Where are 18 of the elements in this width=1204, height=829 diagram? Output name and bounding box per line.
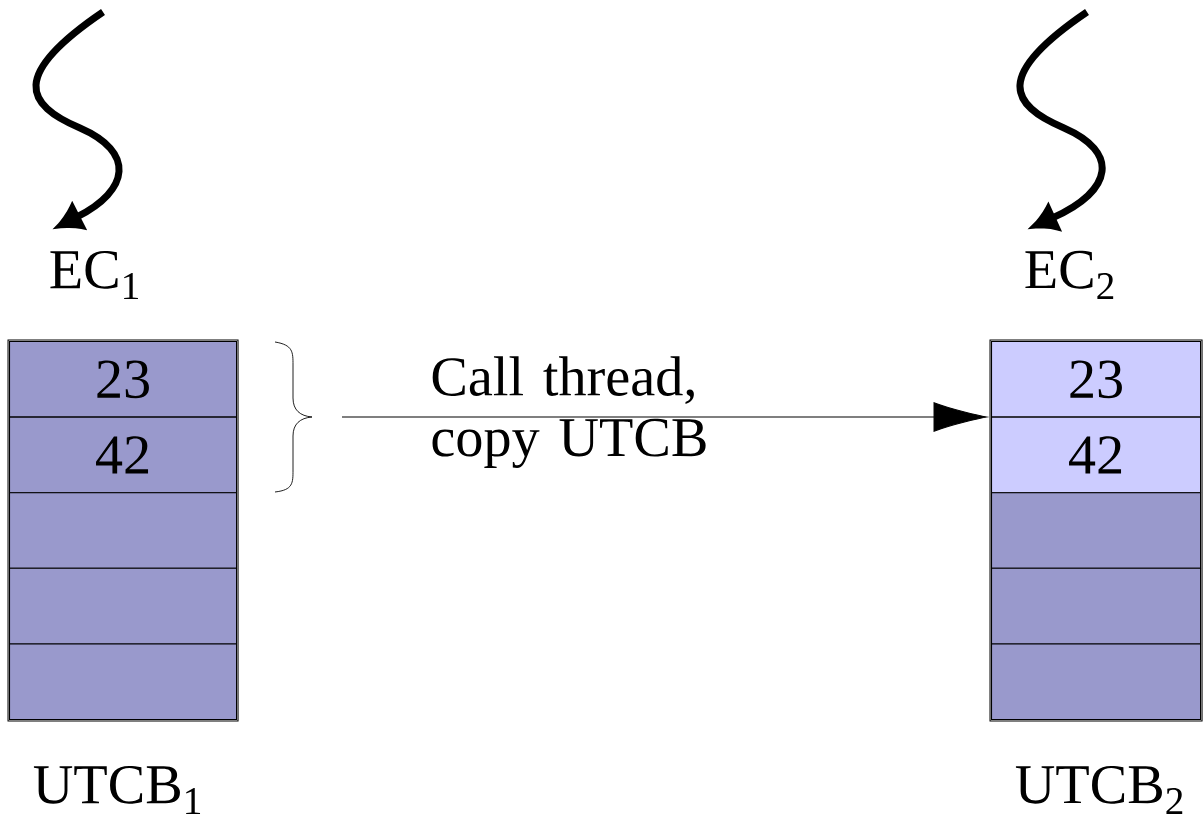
context-label: EC$_{1}$ <box>50 250 138 300</box>
table-cell <box>9 492 238 569</box>
table-cell <box>9 567 238 645</box>
edge-label: Call thread, copy UTCB <box>432 356 706 469</box>
arrow <box>341 402 988 432</box>
table-cell <box>991 567 1202 645</box>
table-heading: UTCB$_{1}$ <box>33 765 200 815</box>
table-cell: 42 <box>9 416 238 494</box>
table-heading: UTCB$_{2}$ <box>1015 765 1183 815</box>
wavy-arrow <box>1016 9 1106 231</box>
wavy-arrow <box>32 9 123 230</box>
table-cell <box>991 643 1202 721</box>
context-label: EC$_{2}$ <box>1025 250 1114 300</box>
table-cell <box>9 643 238 721</box>
table-cell <box>991 492 1202 569</box>
table-cell: 23 <box>991 341 1202 418</box>
table-cell: 42 <box>991 416 1202 494</box>
table-cell: 23 <box>9 341 238 418</box>
